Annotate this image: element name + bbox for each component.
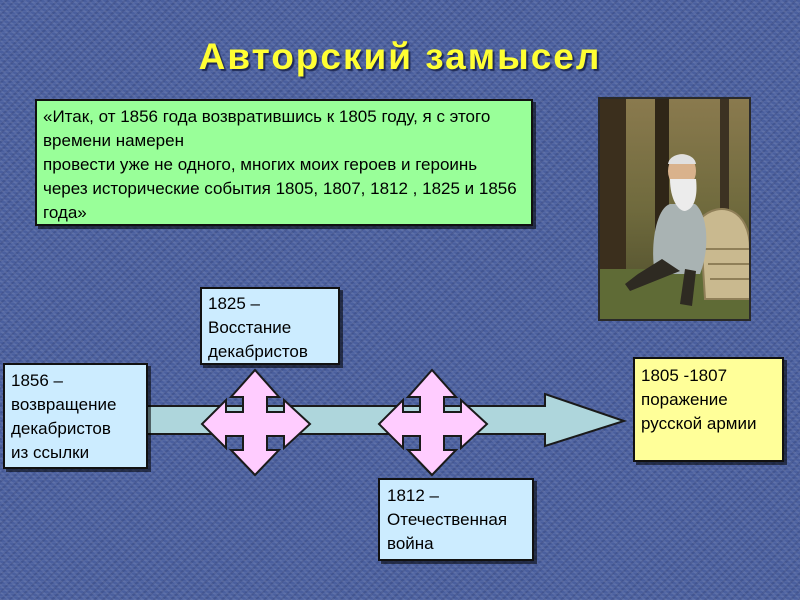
cross-arrow-1825 [200,368,312,477]
event-1856-box: 1856 – возвращение декабристов из ссылки [3,363,148,469]
event-1805-box: 1805 -1807 поражение русской армии [633,357,784,462]
cross-arrow-1812 [377,368,489,477]
tolstoy-portrait [598,97,751,321]
author-quote-box: «Итак, от 1856 года возвратившись к 1805… [35,99,533,226]
event-1825-box: 1825 – Восстание декабристов [200,287,340,365]
event-1812-box: 1812 – Отечественная война [378,478,534,561]
slide-title: Авторский замысел [198,36,602,77]
